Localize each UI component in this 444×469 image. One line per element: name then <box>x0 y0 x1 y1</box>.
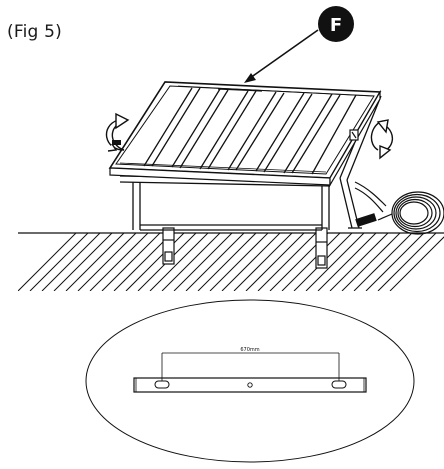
callout-arrow <box>244 29 319 83</box>
rotate-arrow-icon <box>106 112 130 152</box>
cable-coil <box>354 181 444 235</box>
solar-panel <box>108 81 382 188</box>
detail-bar <box>133 377 367 393</box>
dimension-label: 670mm <box>240 347 259 353</box>
callout-f: F <box>318 6 354 42</box>
cable-connector <box>355 213 377 227</box>
rotate-arrow-icon <box>370 119 393 160</box>
dimension-line <box>161 352 340 381</box>
knob-left <box>112 140 121 145</box>
knob-right <box>349 129 359 141</box>
figure-label: (Fig 5) <box>7 22 62 42</box>
ground-stake-left <box>162 227 175 265</box>
ground <box>18 232 444 291</box>
callout-letter: F <box>330 15 342 36</box>
ground-stake-right <box>315 227 328 269</box>
